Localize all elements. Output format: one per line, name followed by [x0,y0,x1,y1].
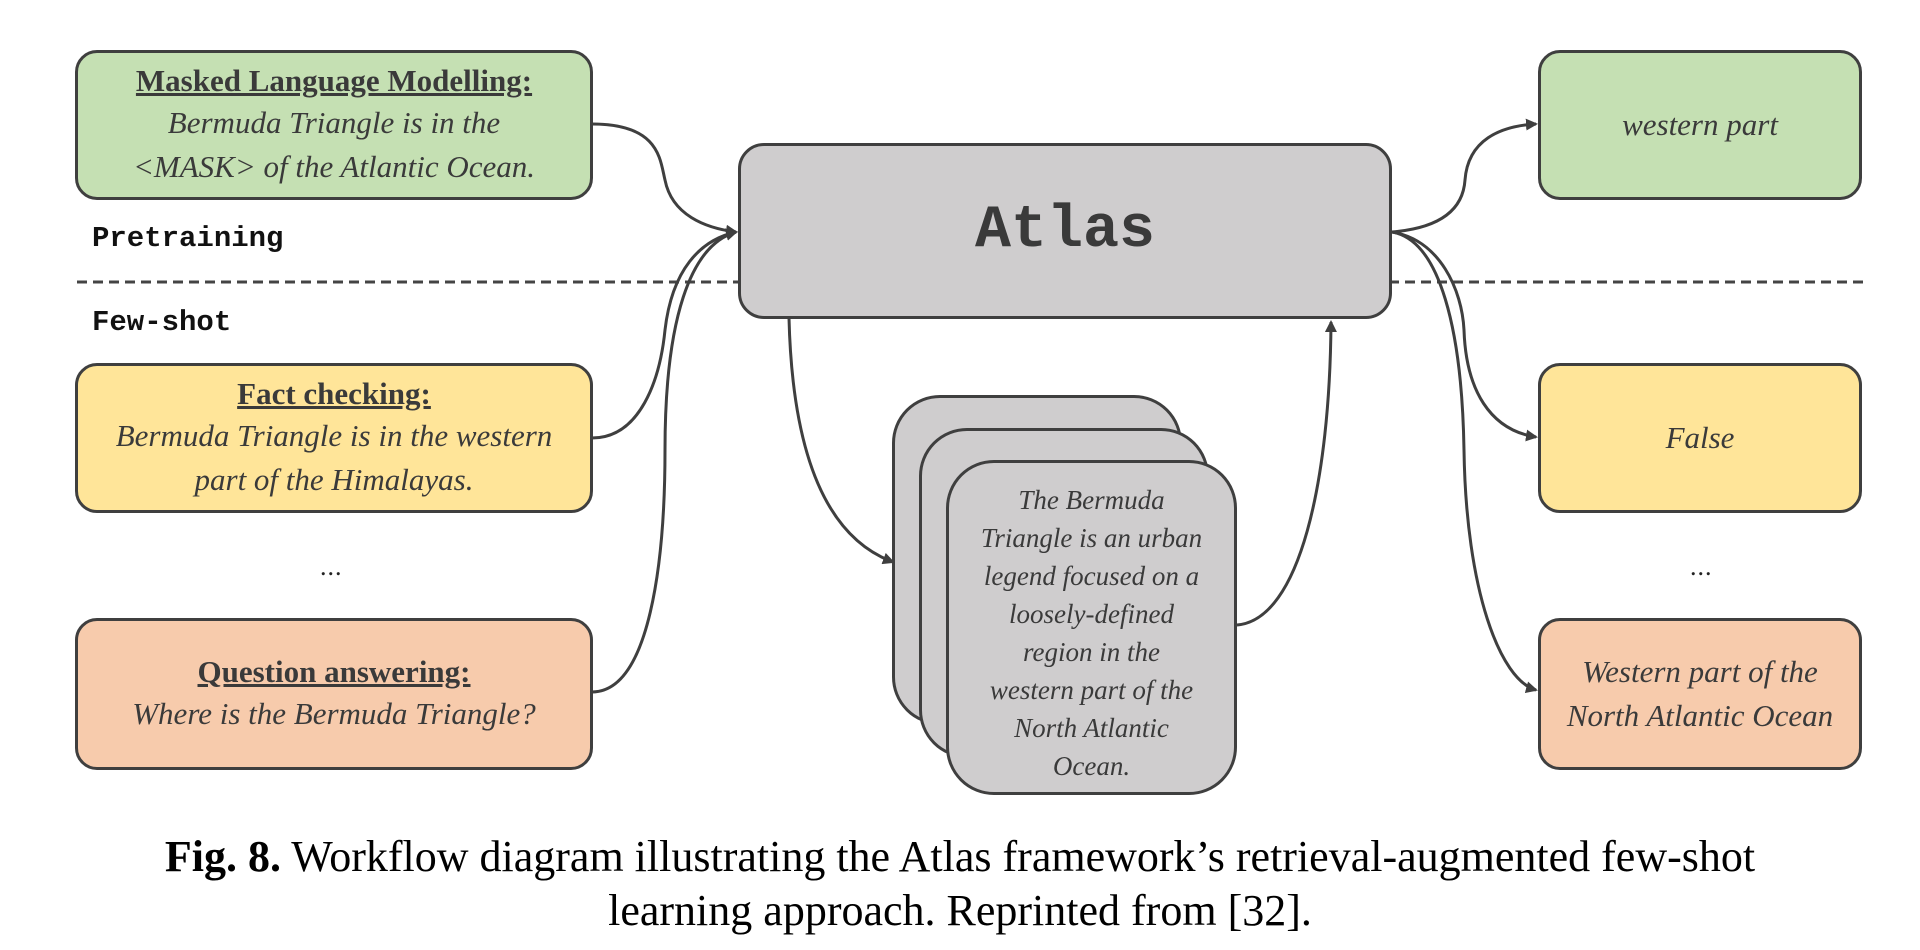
document-line: legend focused on a [983,561,1200,591]
arrow-documents-to-atlas [1236,320,1337,627]
task-text: Bermuda Triangle is in the [167,105,501,140]
input-question-answering: Question answering: Where is the Bermuda… [75,618,593,770]
caption-text: Workflow diagram illustrating the Atlas … [281,832,1756,881]
document-line: western part of the [989,675,1194,705]
arrow-factcheck-to-atlas [591,228,738,440]
arrow-atlas-to-answer [1391,230,1538,694]
output-text: North Atlantic Ocean [1566,698,1834,733]
output-text: western part [1622,107,1778,142]
task-text: <MASK> of the Atlantic Ocean. [132,149,535,184]
document-line: Ocean. [1052,751,1131,781]
input-fact-checking: Fact checking: Bermuda Triangle is in th… [75,363,593,513]
document-line: loosely-defined [1009,599,1174,629]
arrow-atlas-to-western-part [1391,118,1538,234]
document-line: region in the [1023,637,1160,667]
caption-text: learning approach. Reprinted from [32]. [608,886,1312,935]
model-name: Atlas [974,197,1156,265]
task-text: Where is the Bermuda Triangle? [132,696,536,731]
output-answer: Western part of the North Atlantic Ocean [1538,618,1862,770]
document-line: North Atlantic [1014,713,1169,743]
document-line: The Bermuda [1018,485,1165,515]
more-inputs-ellipsis: ... [320,552,343,581]
input-masked-language-modelling: Masked Language Modelling: Bermuda Trian… [75,50,593,200]
task-text: part of the Himalayas. [194,462,474,497]
phase-label-few-shot: Few-shot [92,306,232,339]
document-line: Triangle is an urban [980,523,1203,553]
output-text: False [1665,420,1735,455]
figure-caption: Fig. 8. Workflow diagram illustrating th… [0,830,1920,938]
arrow-mlm-to-atlas [591,122,738,237]
task-label: Question answering: [197,654,471,689]
output-false: False [1538,363,1862,513]
arrow-atlas-to-false [1391,230,1538,442]
output-western-part: western part [1538,50,1862,200]
connector-layer [77,118,1868,694]
more-outputs-ellipsis: ... [1690,552,1713,581]
output-text: Western part of the [1582,654,1818,689]
task-label: Fact checking: [237,376,431,411]
arrow-atlas-to-retriever [787,317,895,565]
phase-label-pretraining: Pretraining [92,222,284,255]
task-label: Masked Language Modelling: [135,63,533,98]
arrow-qa-to-atlas [591,228,738,694]
retrieved-document-front: The Bermuda Triangle is an urban legend … [946,460,1237,795]
document-text: The Bermuda Triangle is an urban legend … [949,463,1234,803]
atlas-model-box: Atlas [738,143,1392,319]
caption-label: Fig. 8. [164,832,281,881]
task-text: Bermuda Triangle is in the western [115,418,553,453]
